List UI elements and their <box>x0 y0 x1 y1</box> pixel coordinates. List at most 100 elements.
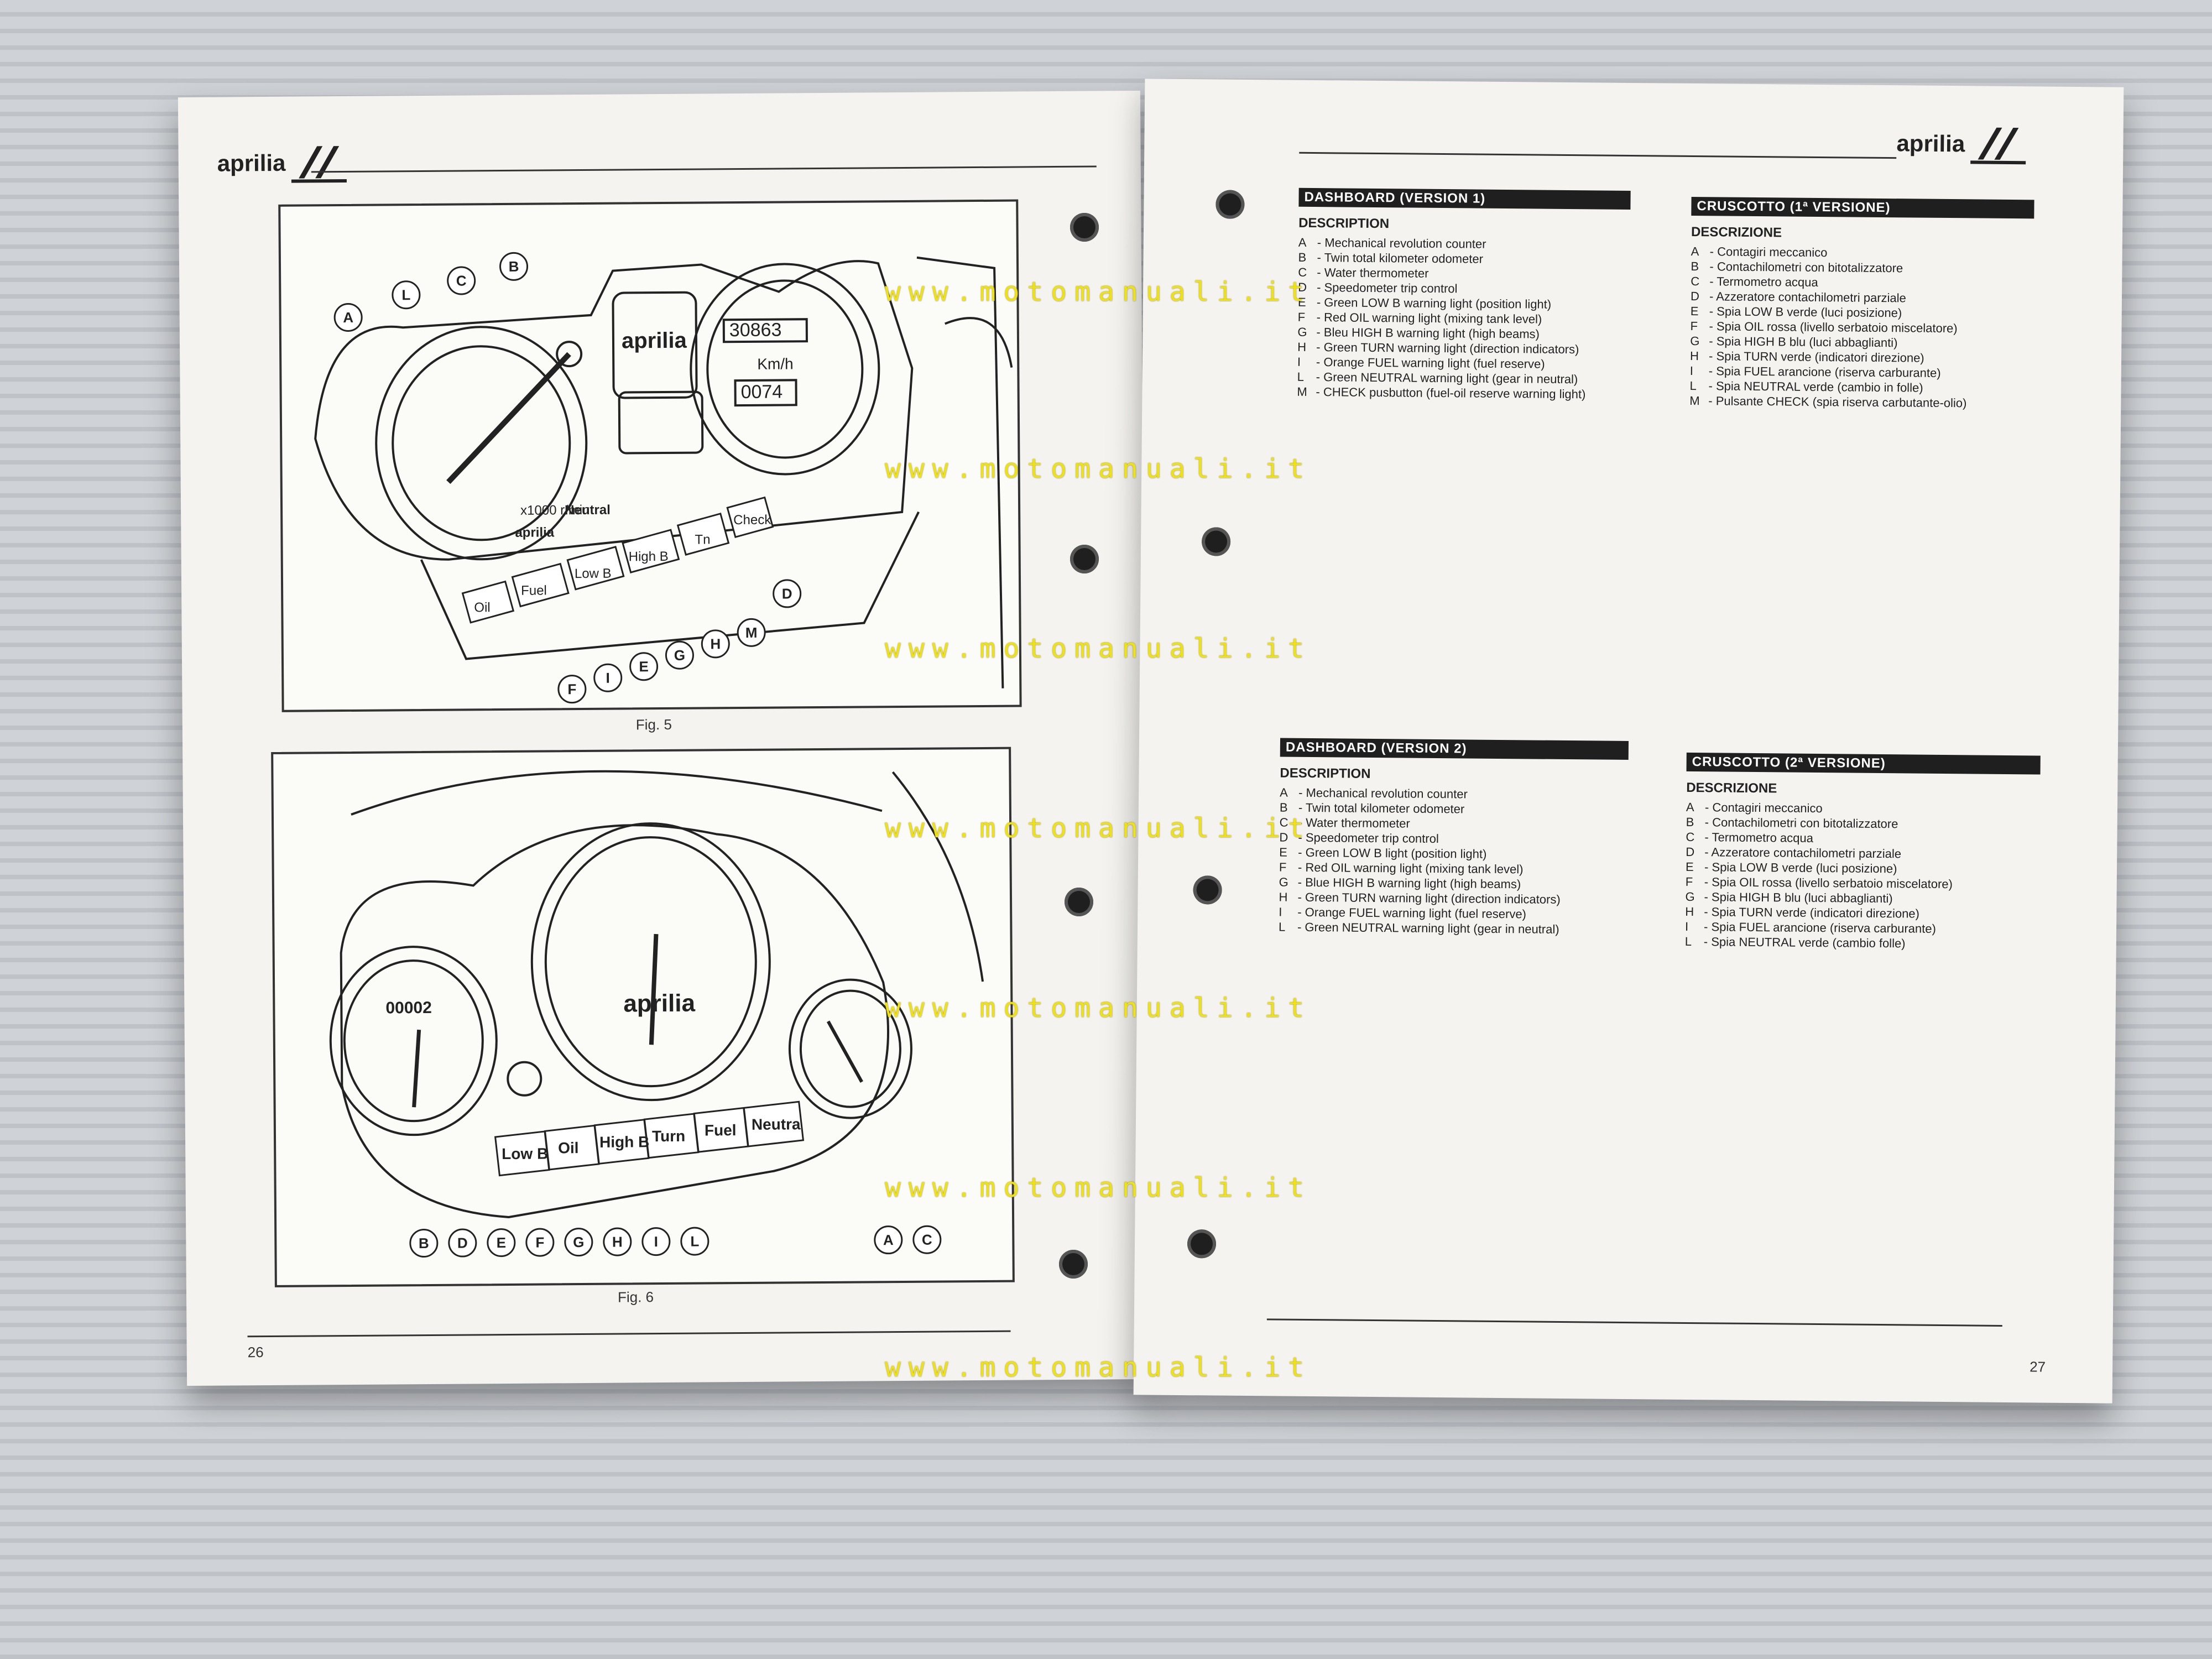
fig6-callout-d: D <box>448 1228 477 1258</box>
legend-item: L- Spia NEUTRAL verde (cambio folle) <box>1684 934 1906 951</box>
legend-item: H- Spia TURN verde (indicatori direzione… <box>1685 904 1920 921</box>
fig6-lamp-low: Low B <box>502 1145 548 1162</box>
header-rule-right <box>1299 152 1897 159</box>
brand-logo-left: aprilia <box>217 145 347 184</box>
binder-hole <box>1059 1250 1088 1279</box>
legend-item: F- Spia OIL rossa (livello serbatoio mis… <box>1685 874 1953 891</box>
fig5-lamp-low: Low B <box>575 566 612 581</box>
legend-item: A- Contagiri meccanico <box>1686 800 1823 816</box>
brand-mark-icon <box>1970 127 2026 165</box>
brand-mark-icon <box>291 145 347 183</box>
legend-item: E- Spia LOW B verde (luci posizione) <box>1685 859 1897 876</box>
figure-5-caption: Fig. 5 <box>635 716 672 733</box>
legend-item: D- Azzeratore contachilometri parziale <box>1686 844 1902 861</box>
v1-en-subtitle: DESCRIPTION <box>1298 215 1390 232</box>
fig5-callout-a: A <box>333 302 363 332</box>
figure-5-drawing: Oil Fuel Low B High B Tn Check x1000 r/m… <box>314 256 1013 688</box>
fig6-odometer: 00002 <box>385 999 432 1018</box>
fig6-tach-brand: aprilia <box>623 990 695 1018</box>
fig6-lamp-oil: Oil <box>558 1139 579 1156</box>
page-number-left: 26 <box>247 1344 264 1361</box>
v1-en-title: DASHBOARD (VERSION 1) <box>1298 187 1631 210</box>
footer-rule-left <box>247 1330 1011 1338</box>
watermark-text: www.motomanuali.it <box>885 813 1312 844</box>
fig5-callout-c: C <box>447 266 476 295</box>
binder-hole <box>1065 888 1093 916</box>
v2-it-legend: A- Contagiri meccanico B- Contachilometr… <box>1685 800 1953 951</box>
v2-en-title: DASHBOARD (VERSION 2) <box>1280 738 1629 760</box>
fig6-callout-l: L <box>680 1227 709 1256</box>
fig5-odometer: 30863 <box>729 319 782 341</box>
fig5-lamp-turn: Tn <box>695 532 710 547</box>
binder-hole <box>1070 213 1099 242</box>
v2-it-title: CRUSCOTTO (2ª VERSIONE) <box>1686 752 2041 775</box>
fig5-callout-f: F <box>557 674 587 704</box>
binder-hole <box>1193 875 1222 905</box>
fig5-lamp-check: Check <box>733 513 771 528</box>
page-number-right: 27 <box>2030 1358 2046 1375</box>
fig5-callout-m: M <box>737 618 766 648</box>
v2-en-legend: A- Mechanical revolution counter B- Twin… <box>1279 785 1562 936</box>
fig6-callout-e: E <box>487 1228 516 1258</box>
fig5-callout-d: D <box>772 579 802 608</box>
fig5-speed-unit: Km/h <box>757 355 794 372</box>
fig6-callout-b: B <box>409 1228 439 1258</box>
footer-rule-right <box>1266 1318 2002 1327</box>
fig6-callout-g: G <box>564 1227 593 1257</box>
fig6-lamp-turn: Turn <box>652 1128 685 1145</box>
v2-it-subtitle: DESCRIZIONE <box>1686 780 1777 796</box>
fig5-lamp-oil: Oil <box>474 600 491 615</box>
fig6-callout-a: A <box>874 1225 903 1255</box>
fig6-callout-i: I <box>641 1227 671 1256</box>
fig5-tach-scale: x1000 r/min <box>520 503 590 518</box>
fig5-tach-brand: aprilia <box>515 525 555 540</box>
fig5-callout-l: L <box>392 280 421 310</box>
fig6-callout-h: H <box>603 1227 632 1256</box>
v1-it-legend: A- Contagiri meccanico B- Contachilometr… <box>1689 244 1968 410</box>
binder-hole <box>1201 527 1231 556</box>
v1-en-legend: A- Mechanical revolution counter B- Twin… <box>1297 235 1587 402</box>
watermark-text: www.motomanuali.it <box>885 453 1312 484</box>
legend-item: I- Spia FUEL arancione (riserva carburan… <box>1689 363 1941 380</box>
fig6-lamp-fuel: Fuel <box>705 1121 737 1139</box>
legend-item: C- Termometro acqua <box>1686 830 1814 845</box>
legend-item: B- Contachilometri con bitotalizzatore <box>1686 815 1898 831</box>
figure-6-drawing: Low B Oil High B Turn Fuel Neutra aprili… <box>329 770 984 1218</box>
fig5-display-brand: aprilia <box>622 328 687 353</box>
legend-item: H- Spia TURN verde (indicatori direzione… <box>1689 348 1924 365</box>
legend-item: M- CHECK pusbutton (fuel-oil reserve war… <box>1297 384 1586 401</box>
fig5-callout-i: I <box>593 663 623 692</box>
figure-5: Oil Fuel Low B High B Tn Check x1000 r/m… <box>278 199 1022 712</box>
fig5-trip: 0074 <box>741 381 783 403</box>
figure-6: Low B Oil High B Turn Fuel Neutra aprili… <box>271 747 1015 1287</box>
binder-hole <box>1070 545 1099 573</box>
legend-item: M- Pulsante CHECK (spia riserva carbutan… <box>1689 393 1967 410</box>
fig6-callout-f: F <box>525 1228 555 1257</box>
watermark-text: www.motomanuali.it <box>885 1352 1312 1383</box>
watermark-text: www.motomanuali.it <box>885 276 1312 307</box>
legend-item: L- Spia NEUTRAL verde (cambio in folle) <box>1689 378 1923 395</box>
watermark-text: www.motomanuali.it <box>885 993 1312 1024</box>
fig6-callout-c: C <box>912 1225 942 1254</box>
fig5-callout-h: H <box>701 629 730 659</box>
binder-hole <box>1187 1229 1217 1259</box>
header-rule <box>311 165 1097 173</box>
fig5-callout-b: B <box>499 252 529 281</box>
fig5-lamp-high: High B <box>629 549 669 565</box>
v1-it-subtitle: DESCRIZIONE <box>1691 224 1782 241</box>
fig5-lamp-fuel: Fuel <box>521 583 547 598</box>
left-page: aprilia <box>178 90 1150 1386</box>
legend-item: L- Green NEUTRAL warning light (gear in … <box>1278 920 1559 936</box>
figure-6-caption: Fig. 6 <box>617 1288 654 1306</box>
fig6-lamp-high: High B <box>599 1133 649 1151</box>
v2-en-subtitle: DESCRIPTION <box>1280 765 1371 781</box>
fig5-neutral-label: Neutral <box>565 503 611 518</box>
legend-item: G- Spia HIGH B blu (luci abbaglianti) <box>1685 889 1893 906</box>
brand-name: aprilia <box>217 149 286 176</box>
watermark-text: www.motomanuali.it <box>885 1172 1312 1203</box>
legend-item: I- Spia FUEL arancione (riserva carburan… <box>1684 919 1936 936</box>
brand-name: aprilia <box>1896 130 1965 157</box>
fig5-callout-g: G <box>665 640 695 670</box>
fig6-lamp-neutral: Neutra <box>752 1115 801 1133</box>
watermark-text: www.motomanuali.it <box>885 633 1312 664</box>
